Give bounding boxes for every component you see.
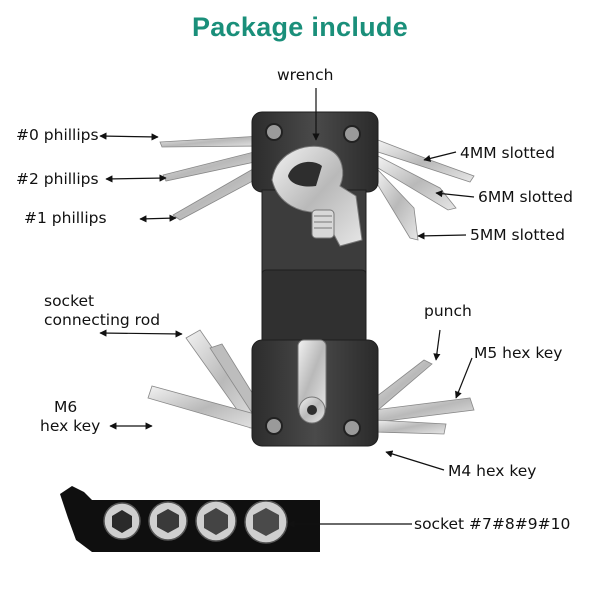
socket-7 bbox=[103, 502, 141, 540]
label-punch: punch bbox=[424, 302, 472, 320]
label-socket-rod-line2: connecting rod bbox=[44, 311, 161, 329]
socket-9 bbox=[195, 500, 237, 542]
page-title: Package include bbox=[191, 12, 409, 42]
right-hex-keys bbox=[371, 359, 475, 435]
screw-bottom-left bbox=[265, 417, 283, 435]
socket-rail bbox=[60, 486, 320, 552]
label-socket-rod-line1: socket bbox=[44, 292, 95, 310]
label-phillips-2: #2 phillips bbox=[16, 170, 99, 188]
left-bits bbox=[159, 135, 265, 221]
socket-8 bbox=[148, 501, 188, 541]
label-slotted-5mm: 5MM slotted bbox=[470, 226, 565, 244]
adjustable-wrench bbox=[271, 145, 363, 424]
screw-top-left bbox=[265, 123, 283, 141]
punch-bit bbox=[371, 359, 433, 411]
label-phillips-1: #1 phillips bbox=[24, 209, 107, 227]
label-slotted-4mm: 4MM slotted bbox=[460, 144, 555, 162]
left-hex-keys bbox=[147, 329, 265, 431]
callout-arrows bbox=[99, 88, 475, 528]
label-m6-line2: hex key bbox=[40, 417, 101, 435]
screw-top-right bbox=[343, 125, 361, 143]
label-slotted-6mm: 6MM slotted bbox=[478, 188, 573, 206]
label-sockets: socket #7#8#9#10 bbox=[414, 515, 571, 533]
label-m4-hex-key: M4 hex key bbox=[448, 462, 537, 480]
label-phillips-0: #0 phillips bbox=[16, 126, 99, 144]
bit-phillips-0 bbox=[159, 135, 263, 148]
hex-key-m5 bbox=[373, 397, 475, 423]
label-m5-hex-key: M5 hex key bbox=[474, 344, 563, 362]
label-m6-line1: M6 bbox=[54, 398, 78, 416]
hex-key-m4 bbox=[373, 419, 447, 435]
screw-bottom-right bbox=[343, 419, 361, 437]
socket-10 bbox=[244, 500, 288, 544]
label-wrench: wrench bbox=[277, 66, 334, 84]
